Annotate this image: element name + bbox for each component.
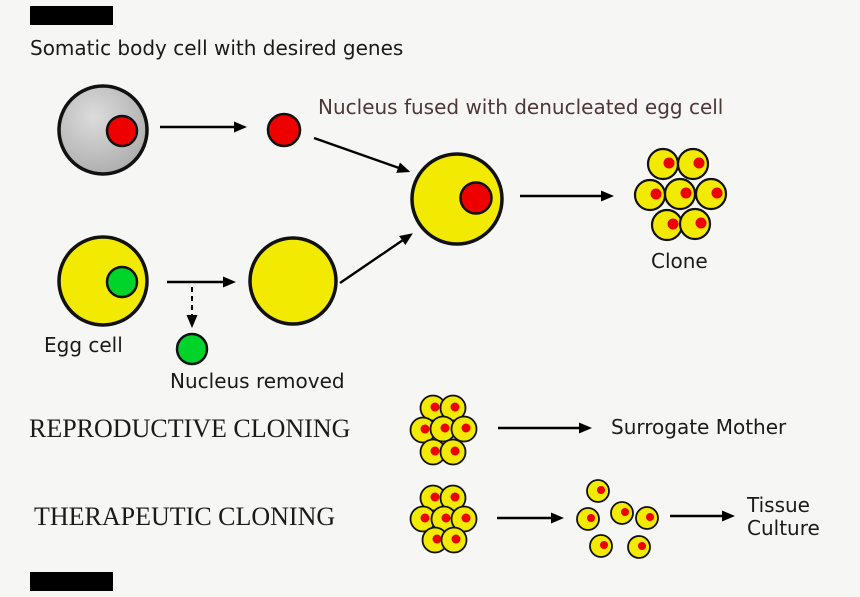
- differentiated-cells: [576, 479, 659, 559]
- tissue-culture-line1: Tissue: [747, 493, 810, 517]
- surrogate-mother-label: Surrogate Mother: [611, 415, 787, 439]
- clone-cell-nucleus: [711, 187, 723, 199]
- clone-cell-nucleus: [693, 157, 705, 169]
- clone-cell-nucleus: [667, 218, 679, 230]
- reproductive-cluster: [409, 394, 478, 466]
- cluster-cell-nucleus: [461, 423, 471, 433]
- clone-cell: [678, 207, 712, 241]
- somatic-cell-body: [57, 84, 149, 176]
- watermark-bar-top: [30, 6, 113, 25]
- nucleus-removed-label: Nucleus removed: [170, 369, 345, 393]
- therapeutic-cluster: [409, 484, 478, 554]
- cluster-cell-nucleus: [420, 513, 430, 523]
- tissue-culture-line2: Culture: [747, 516, 820, 540]
- tissue-culture-label: Tissue Culture: [747, 494, 820, 540]
- fused-cell-nucleus: [459, 181, 493, 215]
- scattered-cell-nucleus: [587, 514, 595, 522]
- cluster-cell-nucleus: [441, 513, 451, 523]
- clone-cell-nucleus: [650, 188, 662, 200]
- arrow-nucleus-to-fused-cell: [313, 136, 411, 173]
- scattered-cell-nucleus: [646, 513, 654, 521]
- clone-cell-nucleus: [695, 217, 707, 229]
- scattered-cell-nucleus: [600, 541, 608, 549]
- egg-cell-body: [57, 235, 149, 327]
- clone-cluster: [633, 147, 728, 242]
- watermark-bar-bottom: [30, 572, 113, 591]
- egg-cell-nucleus: [105, 265, 139, 299]
- cluster-cell-nucleus: [450, 402, 460, 412]
- cluster-cell-nucleus: [450, 446, 460, 456]
- scattered-cell-nucleus: [597, 486, 605, 494]
- fused-nucleus-label: Nucleus fused with denucleated egg cell: [318, 95, 724, 119]
- somatic-cell-label: Somatic body cell with desired genes: [30, 36, 404, 60]
- cluster-cell-nucleus: [420, 424, 430, 434]
- somatic-cell: [57, 84, 149, 176]
- cluster-cell-nucleus: [430, 446, 440, 456]
- clone-cell-nucleus: [663, 157, 675, 169]
- fused-cell: [410, 152, 504, 246]
- cluster-cell-nucleus: [430, 492, 440, 502]
- egg-cell-label: Egg cell: [44, 333, 123, 357]
- clone-cell: [694, 177, 728, 211]
- egg-cell: [57, 235, 149, 327]
- fused-cell-body: [410, 152, 504, 246]
- scattered-cell-nucleus: [638, 542, 646, 550]
- cluster-cell-nucleus: [432, 534, 442, 544]
- scattered-cell-nucleus: [621, 508, 629, 516]
- reproductive-cloning-heading: REPRODUCTIVE CLONING: [29, 414, 351, 443]
- clone-cell-nucleus: [680, 187, 692, 199]
- clone-label: Clone: [651, 249, 708, 273]
- cluster-cell-nucleus: [440, 423, 450, 433]
- arrow-denucleated-to-fused: [339, 233, 413, 284]
- clone-cell: [676, 147, 710, 181]
- removed-nucleus: [175, 332, 209, 366]
- denucleated-egg-cell: [248, 236, 338, 326]
- cluster-cell-nucleus: [450, 492, 460, 502]
- somatic-nucleus: [105, 114, 139, 148]
- cluster-cell-nucleus: [430, 402, 440, 412]
- cluster-cell-nucleus: [451, 534, 461, 544]
- cluster-cell-nucleus: [461, 513, 471, 523]
- extracted-nucleus: [266, 112, 302, 148]
- therapeutic-cloning-heading: THERAPEUTIC CLONING: [34, 502, 336, 531]
